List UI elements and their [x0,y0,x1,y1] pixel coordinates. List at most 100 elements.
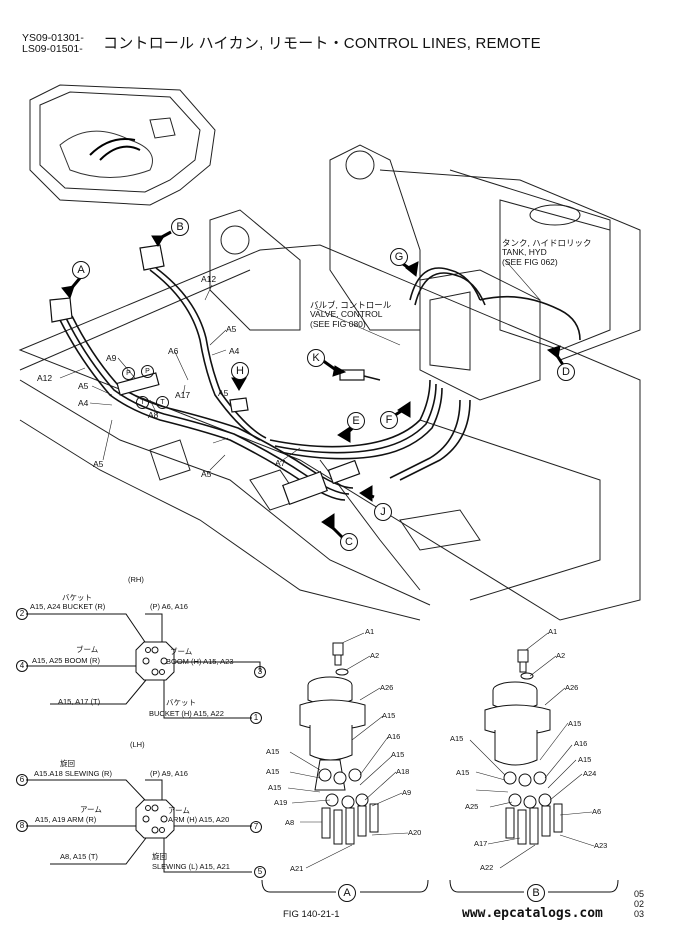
callout-e: E [347,412,365,430]
detail-b-marker: B [527,884,545,902]
detail-b-part: A25 [465,802,479,811]
rh-bucket-h: BUCKET (H) A15, A22 [149,709,224,718]
part-label: A7 [275,458,286,468]
detail-b-part: A6 [592,807,602,816]
detail-a-part: A18 [396,767,410,776]
port-number-8: 8 [16,820,28,832]
port-number-1: 1 [250,712,262,724]
detail-a-part: A20 [408,828,422,837]
doc-code-2: LS09-01501- [22,43,83,55]
detail-b-part: A22 [480,863,494,872]
lh-p: (P) A9, A16 [150,769,188,778]
detail-b-part: A16 [574,739,588,748]
lh-slew-jp: 旋回 [60,759,75,768]
part-label: A5 [201,469,212,479]
doc-code-1: YS09-01301- [22,32,84,44]
detail-a-part: A8 [285,818,295,827]
detail-b-part: A26 [565,683,579,692]
callout-j: J [374,503,392,521]
rh-boom-jp-r: ブーム [170,647,193,656]
port-p-marker: P [141,365,154,378]
detail-a-part: A26 [380,683,394,692]
callout-f: F [380,411,398,429]
port-number-6: 6 [16,774,28,786]
detail-a-part: A2 [370,651,380,660]
lh-slew-l: SLEWING (L) A15, A21 [152,862,230,871]
lh-arm-h: ARM (H) A15, A20 [168,815,230,824]
port-number-7: 7 [250,821,262,833]
detail-a-part: A15 [268,783,282,792]
lh-arm-r: A15, A19 ARM (R) [35,815,97,824]
lh-arm-jp-l: アーム [80,805,102,814]
lh-slew-jp-r: 旋回 [152,852,167,861]
part-label: A5 [93,459,104,469]
part-label: A12 [201,274,217,284]
detail-b-part: A2 [556,651,566,660]
lh-t: A8, A15 (T) [60,852,98,861]
port-t-marker: T [156,396,169,409]
rh-bucket-r: A15, A24 BUCKET (R) [30,602,106,611]
rh-boom-jp-l: ブーム [76,645,99,654]
figure-number: FIG 140-21-1 [283,909,340,920]
tank-note-ref: (SEE FIG 062) [502,257,558,267]
detail-a-part: A1 [365,627,375,636]
tank-note-en: TANK, HYD [502,247,547,257]
port-number-3: 3 [254,666,266,678]
detail-a-part: A15 [266,767,280,776]
detail-b-part: A15 [450,734,464,743]
rh-boom-r: A15, A25 BOOM (R) [32,656,100,665]
part-label: A5 [218,388,229,398]
lh-slew-r: A15.A18 SLEWING (R) [34,769,112,778]
detail-a-part: A19 [274,798,288,807]
rh-heading: (RH) [128,575,144,584]
revision-1: 05 [634,889,645,899]
detail-b-part: A17 [474,839,488,848]
rh-bucket-jp-r: バケット [166,698,196,707]
callout-h: H [231,362,249,380]
detail-b-part: A15 [568,719,582,728]
detail-a-part: A15 [391,750,405,759]
rh-p: (P) A6, A16 [150,602,188,611]
part-label: A6 [168,346,179,356]
part-label: A4 [229,346,240,356]
callout-b: B [171,218,189,236]
revision-2: 02 [634,899,645,909]
callout-a: A [72,261,90,279]
detail-a-marker: A [338,884,356,902]
callout-c: C [340,533,358,551]
valve-note-en: VALVE, CONTROL [310,309,383,319]
port-number-5: 5 [254,866,266,878]
detail-a-part: A15 [382,711,396,720]
port-number-2: 2 [16,608,28,620]
part-label: A9 [106,353,117,363]
port-number-4: 4 [16,660,28,672]
tank-note-jp: タンク, ハイドロリック [502,238,592,248]
detail-b-part: A1 [548,627,558,636]
part-label: A5 [78,381,89,391]
valve-note-ref: (SEE FIG 080) [310,319,366,329]
part-label: A12 [37,373,53,383]
valve-note-jp: バルブ, コントロール [310,300,392,310]
detail-a-part: A15 [266,747,280,756]
part-label: A8 [148,410,159,420]
callout-g: G [390,248,408,266]
rh-bucket-jp: バケット [62,593,92,602]
page-title: コントロール ハイカン, リモート・CONTROL LINES, REMOTE [103,35,541,52]
watermark-url: www.epcatalogs.com [462,906,603,921]
detail-a-part: A16 [387,732,401,741]
callout-k: K [307,349,325,367]
lh-heading: (LH) [130,740,145,749]
detail-a-part: A9 [402,788,412,797]
callout-d: D [557,363,575,381]
lh-arm-jp-r: アーム [168,806,190,815]
detail-b-part: A15 [456,768,470,777]
detail-a-part: A21 [290,864,304,873]
detail-b-part: A24 [583,769,597,778]
part-label: A5 [226,324,237,334]
detail-b-part: A23 [594,841,608,850]
port-p-marker: P [122,367,135,380]
detail-b-part: A15 [578,755,592,764]
part-label: A4 [78,398,89,408]
revision-3: 03 [634,909,645,919]
